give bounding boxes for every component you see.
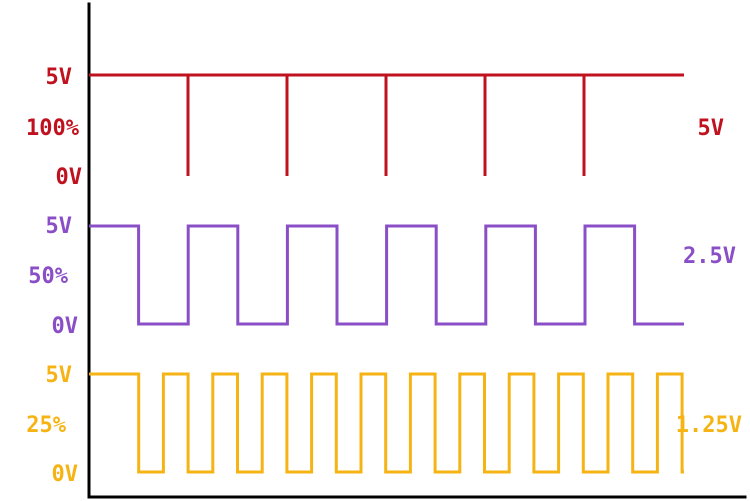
waveform-50-average-label: 2.5V bbox=[683, 244, 736, 269]
waveform-25-low-label: 0V bbox=[52, 462, 79, 487]
waveform-50-signal bbox=[89, 224, 684, 326]
waveform-50-low-label: 0V bbox=[52, 314, 79, 339]
waveform-100-signal bbox=[89, 73, 684, 176]
waveform-100-average-label: 5V bbox=[698, 116, 725, 141]
waveform-25-average-label: 1.25V bbox=[676, 413, 742, 438]
waveform-50-percent: 5V 50% 0V 2.5V bbox=[28, 214, 736, 339]
waveform-100-percent: 5V 100% 0V 5V bbox=[26, 65, 724, 190]
waveform-50-duty-label: 50% bbox=[28, 264, 68, 289]
waveform-25-signal bbox=[89, 372, 684, 474]
waveform-25-percent: 5V 25% 0V 1.25V bbox=[26, 363, 742, 487]
waveform-25-high-label: 5V bbox=[46, 363, 73, 388]
waveform-50-high-label: 5V bbox=[46, 214, 73, 239]
waveform-25-duty-label: 25% bbox=[26, 413, 66, 438]
waveform-100-duty-label: 100% bbox=[26, 116, 80, 141]
waveform-100-low-label: 0V bbox=[56, 165, 83, 190]
waveform-100-high-label: 5V bbox=[46, 65, 73, 90]
